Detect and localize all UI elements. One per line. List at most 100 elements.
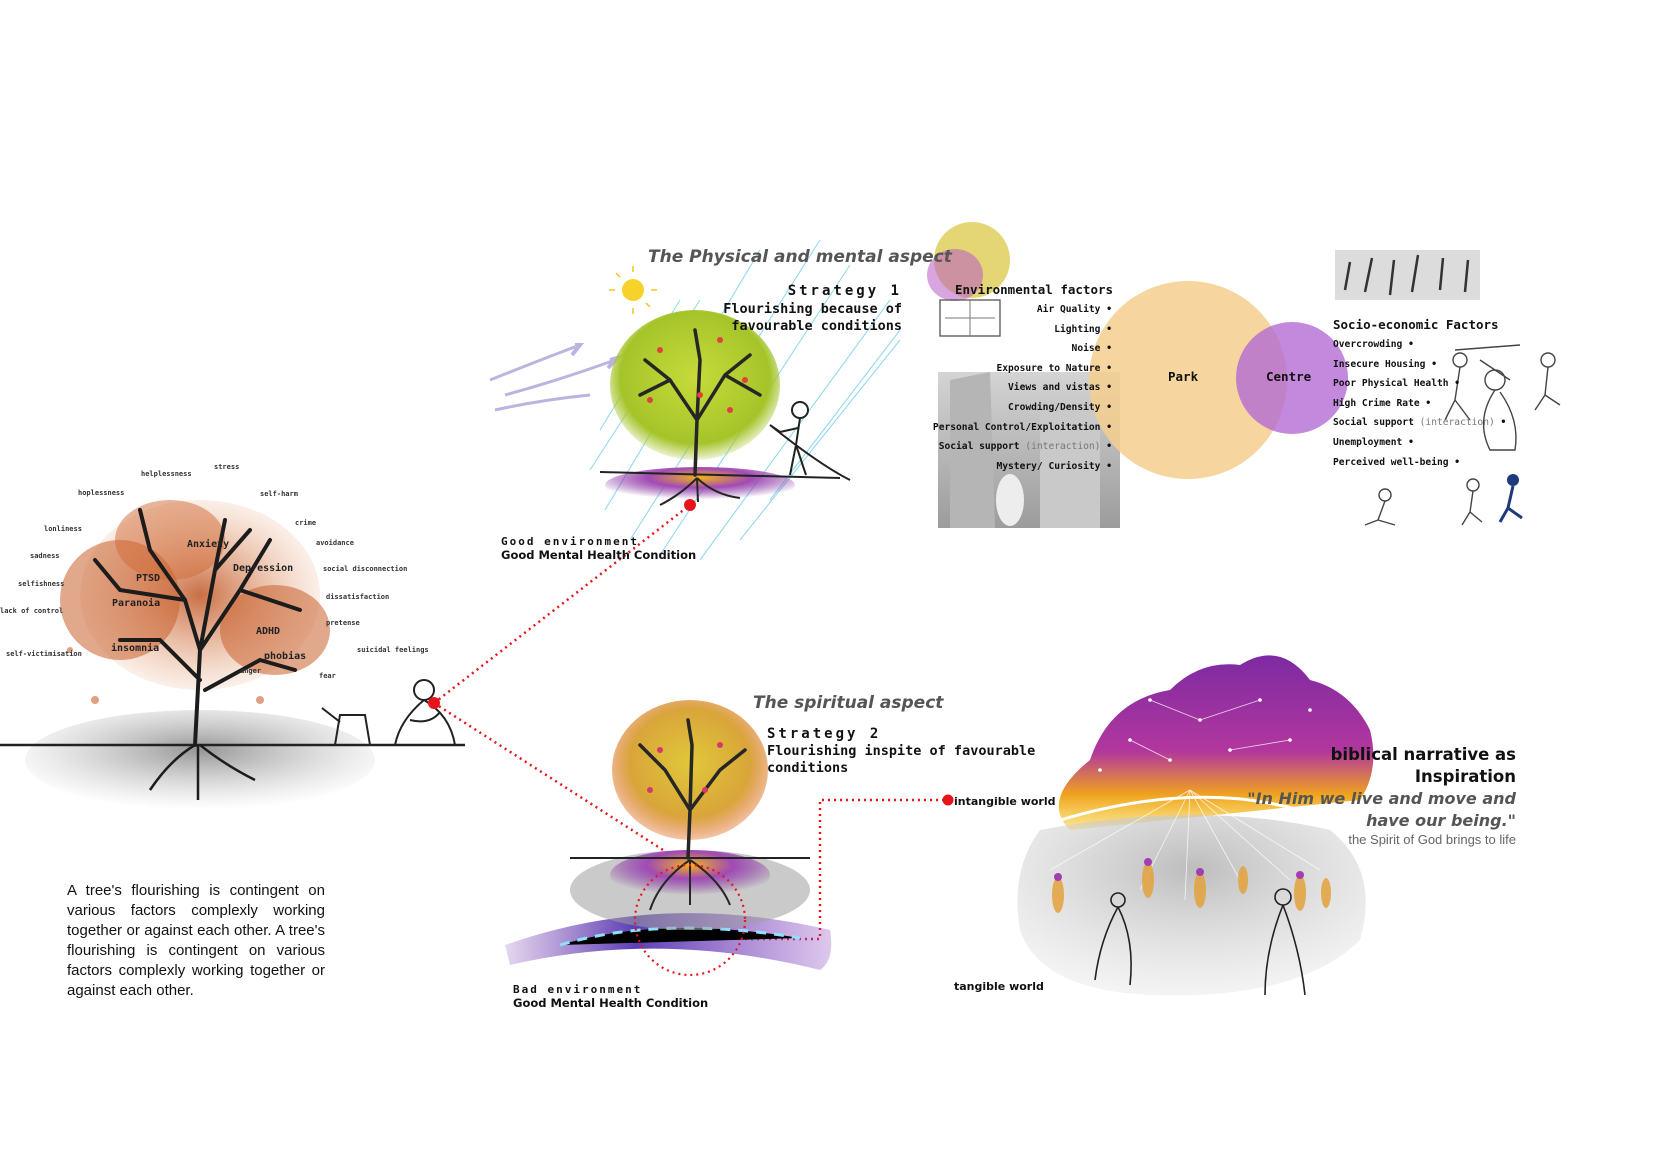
bullet-icon: • xyxy=(1100,362,1112,374)
factor-item-text: Insecure Housing xyxy=(1333,358,1426,370)
crowd-sketch xyxy=(1335,250,1480,300)
factor-item: Lighting • xyxy=(890,320,1112,340)
factor-item: Noise • xyxy=(890,339,1112,359)
strategy2-tree xyxy=(505,700,832,977)
biblical-quote-line1: "In Him we live and move and xyxy=(1247,789,1516,808)
socio-economic-title: Socio-economic Factors xyxy=(1333,317,1499,332)
factor-item-note: (interaction) xyxy=(1025,441,1101,453)
bullet-icon: • xyxy=(1100,460,1112,472)
wind-arrows xyxy=(489,343,624,412)
mental-condition-label: PTSD xyxy=(136,573,161,584)
biblical-title-line2: Inspiration xyxy=(1414,767,1516,786)
strategy2-heading: The spiritual aspect xyxy=(753,693,944,713)
factor-item-text: High Crime Rate xyxy=(1333,397,1420,409)
bullet-icon: • xyxy=(1100,323,1112,335)
venn-diagram xyxy=(1089,281,1348,479)
emotion-word: stress xyxy=(214,463,240,471)
bullet-icon: • xyxy=(1100,421,1112,433)
left-autumn-tree xyxy=(0,500,465,810)
factor-item-text: Unemployment xyxy=(1333,436,1403,448)
factor-item-text: Overcrowding xyxy=(1333,339,1403,350)
strategy1-subtitle-line2: favourable conditions xyxy=(731,318,902,334)
emotion-word: suicidal feelings xyxy=(357,646,429,654)
factor-item: Perceived well-being • xyxy=(1333,453,1533,473)
biblical-quote-line2: have our being." xyxy=(1366,811,1516,830)
biblical-inspiration-block: biblical narrative as Inspiration "In Hi… xyxy=(1220,744,1516,847)
emotion-word: crime xyxy=(295,519,317,527)
spiritual-world xyxy=(1017,655,1374,996)
factor-item-text: Lighting xyxy=(1054,323,1101,335)
factor-item: Exposure to Nature • xyxy=(890,359,1112,379)
strategy2-caption-environment: Bad environment xyxy=(513,983,643,996)
socio-figures-sketch xyxy=(1364,344,1561,526)
factor-item-text: Social support xyxy=(1333,417,1414,429)
emotion-word: self-harm xyxy=(260,490,298,498)
emotion-word: sadness xyxy=(30,552,60,560)
factor-item: Crowding/Density • xyxy=(890,398,1112,418)
emotion-word: fear xyxy=(319,672,336,680)
bullet-icon: • xyxy=(1425,358,1437,370)
mental-condition-label: Anxiety xyxy=(187,539,230,550)
environmental-photo xyxy=(938,372,1120,528)
gardener-sketch xyxy=(769,401,851,481)
factor-item-text: Poor Physical Health xyxy=(1333,378,1449,390)
intangible-world-label: intangible world xyxy=(954,795,1056,808)
bullet-icon: • xyxy=(1448,378,1461,390)
bullet-icon: • xyxy=(1448,456,1461,468)
emotion-word: anger xyxy=(240,667,262,675)
strategy2-caption: Bad environment Good Mental Health Condi… xyxy=(513,983,708,1010)
factor-item: Overcrowding • xyxy=(1333,335,1533,355)
factor-item-text: Air Quality xyxy=(1036,304,1101,315)
environmental-tree-sketch xyxy=(927,222,1010,337)
emotion-word: helplessness xyxy=(141,470,192,478)
biblical-subline: the Spirit of God brings to life xyxy=(1348,832,1516,847)
intro-paragraph: A tree's flourishing is contingent on va… xyxy=(67,882,325,999)
mental-condition-label: Depression xyxy=(233,563,294,574)
factor-item-text: Perceived well-being xyxy=(1333,456,1449,468)
strategy1-subtitle-line1: Flourishing because of xyxy=(723,301,902,317)
factor-item-text: Noise xyxy=(1071,343,1101,355)
sun-sketch xyxy=(609,266,657,314)
strategy2-title: Strategy 2 xyxy=(767,726,882,742)
factor-item: Unemployment • xyxy=(1333,433,1533,453)
factor-item: Air Quality • xyxy=(890,300,1112,320)
strategy1-caption-environment: Good environment xyxy=(501,535,639,548)
strategy1-caption: Good environment Good Mental Health Cond… xyxy=(501,535,696,562)
factor-item-text: Views and vistas xyxy=(1008,382,1101,394)
emotion-word: hoplessness xyxy=(78,489,125,497)
mental-condition-label: insomnia xyxy=(111,643,160,654)
tangible-world-label: tangible world xyxy=(954,980,1044,993)
emotion-word: lack of control xyxy=(0,607,64,615)
bullet-icon: • xyxy=(1100,382,1112,394)
factor-item-text: Crowding/Density xyxy=(1008,401,1101,413)
bullet-icon: • xyxy=(1100,401,1112,413)
environmental-factors-title: Environmental factors xyxy=(955,282,1114,297)
strategy1-heading: The Physical and mental aspect xyxy=(648,247,952,267)
factor-item-note: (interaction) xyxy=(1419,417,1495,429)
emotion-word: pretense xyxy=(326,619,360,627)
bullet-icon: • xyxy=(1100,343,1112,355)
strategy2-subtitle-line1: Flourishing inspite of favourable xyxy=(767,743,1036,759)
emotion-word: self-victimisation xyxy=(6,650,82,658)
factor-item: Insecure Housing • xyxy=(1333,355,1533,375)
factor-item: Views and vistas • xyxy=(890,378,1112,398)
socio-economic-list: Overcrowding •Insecure Housing •Poor Phy… xyxy=(1333,335,1533,472)
factor-item-text: Exposure to Nature xyxy=(996,362,1101,374)
strategy1-tree xyxy=(599,310,841,506)
factor-item: Social support (interaction) • xyxy=(1333,413,1533,433)
mental-condition-label: Paranoia xyxy=(112,598,161,609)
bullet-icon: • xyxy=(1100,304,1112,315)
factor-item: Poor Physical Health • xyxy=(1333,374,1533,394)
biblical-title-line1: biblical narrative as xyxy=(1330,745,1516,764)
factor-item: Personal Control/Exploitation • xyxy=(890,418,1112,438)
emotion-word: dissatisfaction xyxy=(326,593,390,601)
strategy2-subtitle-line2: conditions xyxy=(767,760,849,776)
venn-centre-label: Centre xyxy=(1266,369,1312,384)
strategy1-subtitle: Flourishing because of favourable condit… xyxy=(700,301,902,335)
environmental-factors-list: Air Quality •Lighting •Noise •Exposure t… xyxy=(890,300,1112,476)
strategy1-title: Strategy 1 xyxy=(787,283,902,299)
emotion-word: social disconnection xyxy=(323,565,408,573)
factor-item-text: Mystery/ Curiosity xyxy=(996,460,1101,472)
emotion-word: lonliness xyxy=(44,525,82,533)
